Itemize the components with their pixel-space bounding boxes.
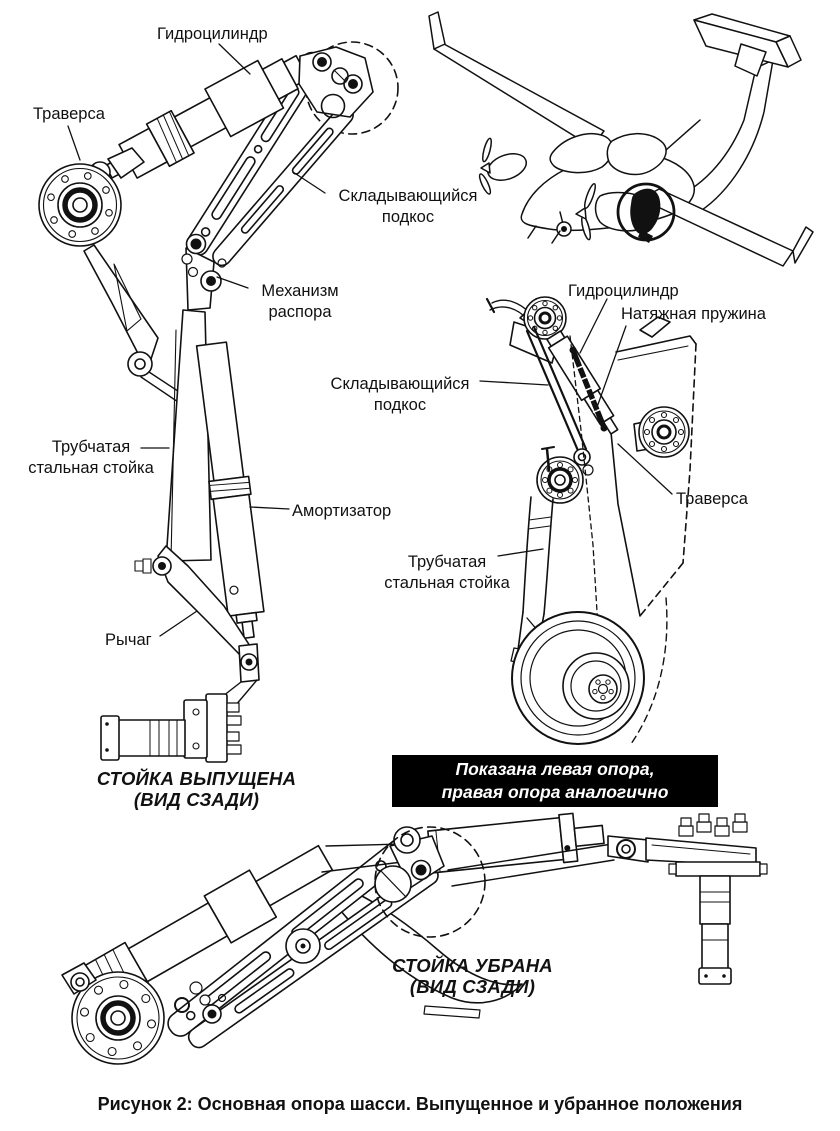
label-tubular-strut-extended: Трубчатая стальная стойка [28, 438, 154, 478]
dashed-reference-circle [305, 41, 399, 135]
shock-absorber-shape [195, 341, 265, 640]
figure-caption: Рисунок 2: Основная опора шасси. Выпущен… [97, 1094, 743, 1114]
label-folding-strut-side: Складывающийся подкос [330, 375, 470, 415]
label-shock-absorber: Амортизатор [292, 502, 392, 520]
label-tubular-strut-side: Трубчатая стальная стойка [384, 553, 510, 593]
dashed-reference-circle-retracted [374, 826, 486, 938]
label-spreader-mechanism: Механизм распора [261, 282, 339, 322]
hydraulic-cylinder-shape [104, 54, 310, 179]
aircraft-drawing [428, 11, 814, 267]
title-gear-retracted: СТОЙКА УБРАНА (ВИД СЗАДИ) [392, 955, 553, 997]
label-hydraulic-cylinder-side: Гидроцилиндр [568, 282, 679, 300]
label-hydraulic-cylinder-extended: Гидроцилиндр [157, 25, 268, 43]
leader-lines-side [479, 298, 673, 557]
wheel-shape [511, 611, 645, 745]
traverse-flange-shape [38, 163, 122, 247]
note-box: Показана левая опора, правая опора анало… [392, 755, 718, 807]
gear-side-drawing [479, 296, 697, 745]
label-lever: Рычаг [105, 631, 152, 649]
left-propeller-shape [478, 137, 527, 195]
gear-extended-drawing [38, 41, 399, 763]
label-folding-strut-extended: Складывающийся подкос [338, 187, 478, 227]
label-traverse-side: Траверса [676, 490, 748, 508]
gear-location-highlight-circle [616, 182, 676, 243]
tension-spring-shape [569, 346, 608, 432]
label-tension-spring: Натяжная пружина [621, 305, 766, 323]
gear-retracted-drawing [61, 812, 768, 1065]
leader-lines-extended [67, 43, 326, 637]
title-gear-extended: СТОЙКА ВЫПУЩЕНА (ВИД СЗАДИ) [96, 768, 297, 810]
label-traverse-extended: Траверса [33, 105, 105, 123]
